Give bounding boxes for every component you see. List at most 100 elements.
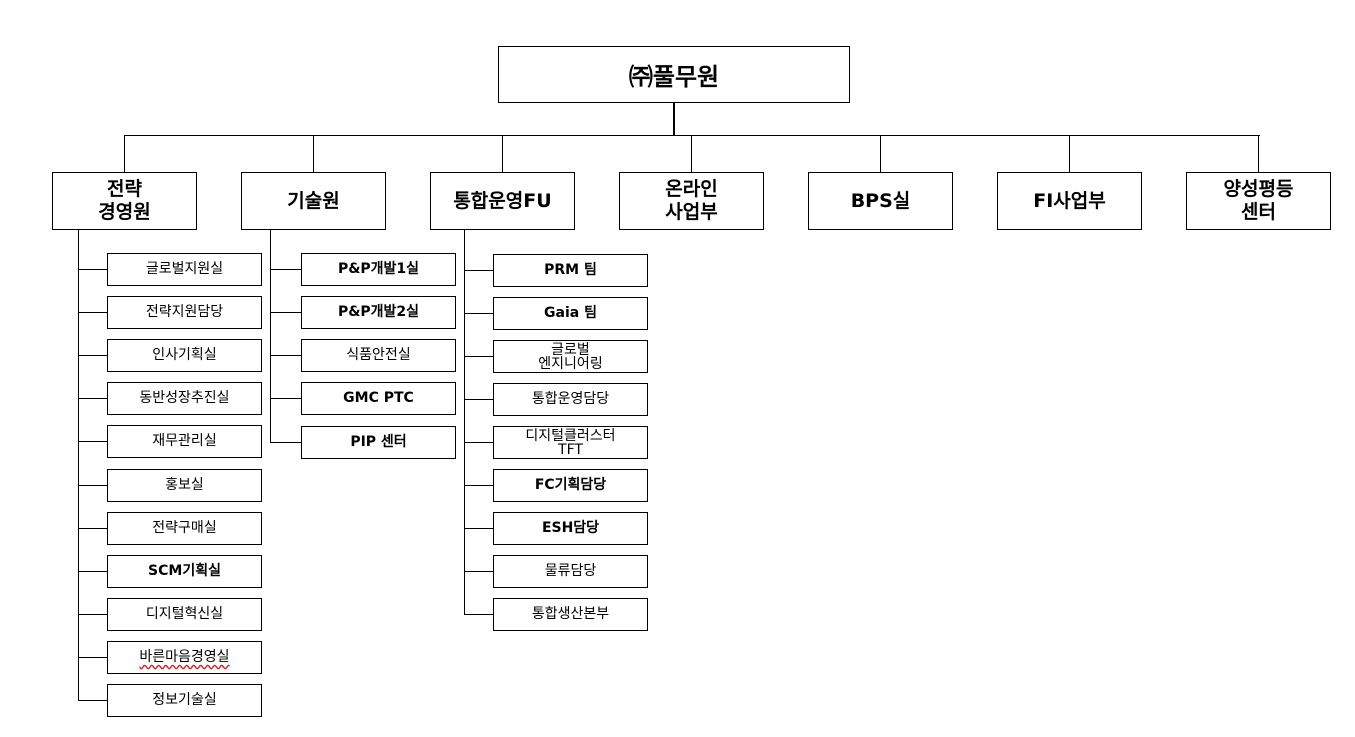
unit-box: 전략구매실 [107,512,262,545]
unit-connector-line [78,312,107,313]
unit-label: 글로벌지원실 [145,261,224,278]
division-online-box: 온라인 사업부 [619,172,764,230]
division-bps-label: BPS실 [850,189,911,212]
root-company-box: ㈜풀무원 [498,46,850,103]
unit-connector-line [270,312,301,313]
division-drop-line [691,135,692,173]
unit-label: P&P개발2실 [337,304,420,321]
unit-label: PRM 팀 [544,262,597,279]
unit-connector-line [464,442,493,443]
unit-box: 글로벌지원실 [107,253,262,286]
unit-box: 정보기술실 [107,684,262,717]
division-fi-label: FI사업부 [1033,189,1106,212]
division-drop-line [502,135,503,173]
unit-connector-line [464,485,493,486]
unit-label: 인사기획실 [152,347,217,364]
unit-connector-line [270,398,301,399]
division-ops-box: 통합운영FU [430,172,575,230]
division-tech-box: 기술원 [241,172,386,230]
unit-label: FC기획담당 [534,477,607,494]
division-ops-label: 통합운영FU [453,189,552,212]
division-fi-box: FI사업부 [997,172,1142,230]
unit-label: 디지털혁신실 [145,606,224,623]
unit-connector-line [270,355,301,356]
tech-spine-line [270,229,271,443]
unit-connector-line [464,399,493,400]
division-drop-line [880,135,881,173]
unit-label: 글로벌 엔지니어링 [538,341,603,372]
unit-box: SCM기획실 [107,555,262,588]
unit-label: 홍보실 [165,477,204,494]
division-drop-line [1069,135,1070,173]
unit-box: 인사기획실 [107,339,262,372]
unit-label: 전략구매실 [152,520,217,537]
unit-connector-line [78,571,107,572]
unit-box: 디지털혁신실 [107,598,262,631]
unit-connector-line [464,571,493,572]
unit-box: GMC PTC [301,382,456,415]
division-strategy-label: 전략 경영원 [98,178,151,223]
unit-box: 통합운영담당 [493,383,648,416]
unit-connector-line [464,270,493,271]
unit-connector-line [78,441,107,442]
unit-connector-line [464,356,493,357]
unit-box: P&P개발1실 [301,253,456,286]
unit-box: 전략지원담당 [107,296,262,329]
unit-box: PIP 센터 [301,426,456,459]
root-company-label: ㈜풀무원 [628,63,720,91]
unit-connector-line [78,528,107,529]
unit-connector-line [464,614,493,615]
unit-connector-line [464,528,493,529]
unit-label: 동반성장추진실 [139,390,230,407]
unit-connector-line [78,614,107,615]
strategy-spine-line [78,229,79,701]
unit-box: 동반성장추진실 [107,382,262,415]
unit-connector-line [78,398,107,399]
division-drop-line [124,135,125,173]
unit-box: 물류담당 [493,555,648,588]
unit-connector-line [270,442,301,443]
division-bps-box: BPS실 [808,172,953,230]
division-drop-line [1258,135,1259,173]
unit-box: Gaia 팀 [493,297,648,330]
unit-connector-line [78,355,107,356]
unit-connector-line [270,269,301,270]
unit-box: 글로벌 엔지니어링 [493,340,648,373]
division-equality-label: 양성평등 센터 [1223,178,1294,223]
unit-label: 통합운영담당 [531,391,610,408]
unit-label: 재무관리실 [152,433,217,450]
unit-box: 홍보실 [107,469,262,502]
division-strategy-box: 전략 경영원 [52,172,197,230]
unit-box: 재무관리실 [107,425,262,458]
division-drop-line [313,135,314,173]
unit-label: 식품안전실 [346,347,411,364]
unit-box: 통합생산본부 [493,598,648,631]
division-bus-line [124,135,1260,136]
root-stem-line [673,102,675,136]
unit-connector-line [78,657,107,658]
unit-connector-line [464,313,493,314]
unit-label: 바른마음경영실 [139,649,230,666]
unit-label: Gaia 팀 [544,305,597,322]
unit-box: 식품안전실 [301,339,456,372]
unit-label: 물류담당 [544,563,597,580]
unit-label: ESH담당 [541,520,600,537]
unit-box: FC기획담당 [493,469,648,502]
unit-connector-line [78,485,107,486]
unit-label: PIP 센터 [350,434,407,451]
unit-connector-line [78,269,107,270]
unit-label: 디지털클러스터 TFT [525,427,616,458]
unit-box: 디지털클러스터 TFT [493,426,648,459]
division-equality-box: 양성평등 센터 [1186,172,1331,230]
unit-box: ESH담당 [493,512,648,545]
unit-label: P&P개발1실 [337,261,420,278]
unit-box: PRM 팀 [493,254,648,287]
unit-label: SCM기획실 [148,563,221,580]
unit-label: 통합생산본부 [531,606,610,623]
unit-connector-line [78,700,107,701]
ops-spine-line [464,229,465,615]
division-online-label: 온라인 사업부 [665,178,718,223]
division-tech-label: 기술원 [287,189,340,212]
unit-box: 바른마음경영실 [107,641,262,674]
